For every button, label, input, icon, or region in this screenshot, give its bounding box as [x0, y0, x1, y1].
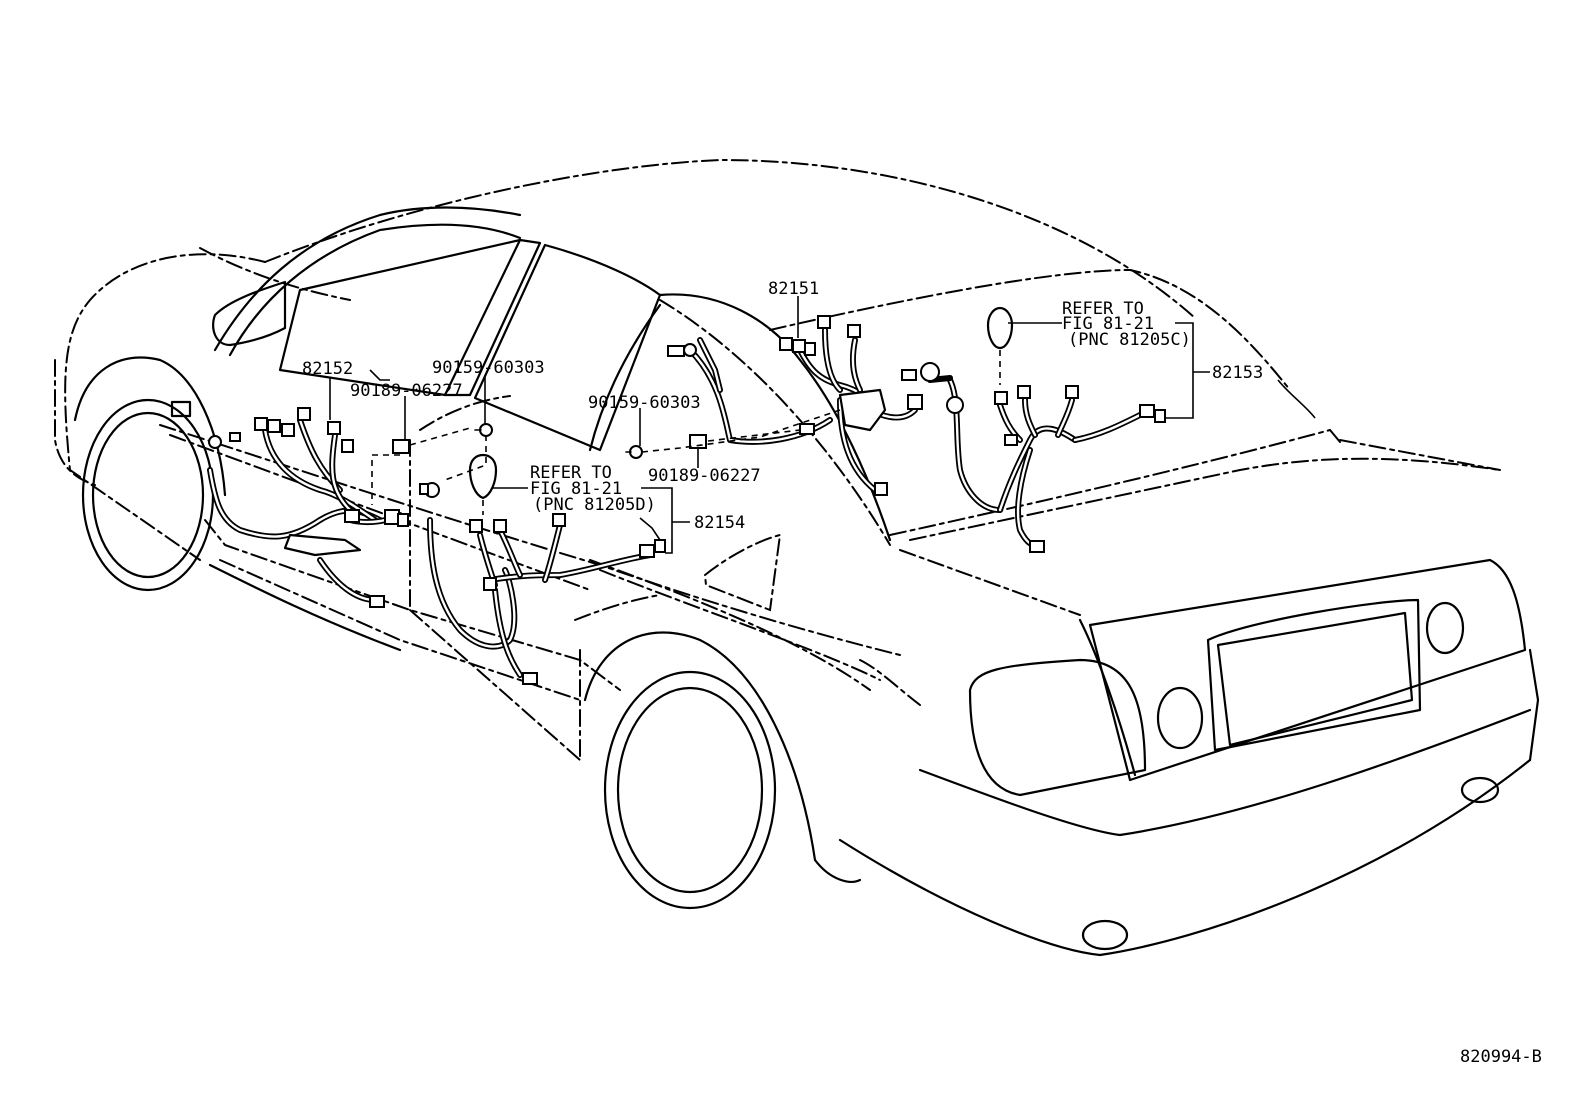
label-82154: 82154 [694, 513, 745, 533]
harness-82151 [667, 315, 923, 496]
refer-door-line2: FIG 81-21 [530, 479, 622, 499]
label-82153: 82153 [1212, 363, 1263, 383]
harness-82154 [419, 453, 666, 685]
label-90189-06227-left: 90189-06227 [350, 381, 463, 401]
refer-rear-line3: (PNC 81205C) [1068, 330, 1191, 350]
callout-labels: 82151 82152 90189-06227 90159-60303 9015… [302, 279, 1542, 1067]
refer-door-line1: REFER TO [530, 463, 612, 483]
label-90189-06227-right: 90189-06227 [648, 466, 761, 486]
refer-rear-line2: FIG 81-21 [1062, 314, 1154, 334]
clamp-left-icon [392, 439, 410, 454]
label-90159-60303-right: 90159-60303 [588, 393, 701, 413]
car-body-outline [54, 158, 1501, 761]
car-body-solid [73, 206, 1540, 957]
fasteners [371, 350, 1001, 515]
label-82152: 82152 [302, 359, 353, 379]
label-90159-60303-left: 90159-60303 [432, 358, 545, 378]
harness-82152 [207, 407, 409, 608]
label-82151: 82151 [768, 279, 819, 299]
diagram-id: 820994-B [1460, 1047, 1542, 1067]
refer-rear-line1: REFER TO [1062, 299, 1144, 319]
leader-lines [329, 296, 1316, 554]
refer-door-line3: (PNC 81205D) [533, 495, 656, 515]
harness-82153 [901, 306, 1166, 553]
